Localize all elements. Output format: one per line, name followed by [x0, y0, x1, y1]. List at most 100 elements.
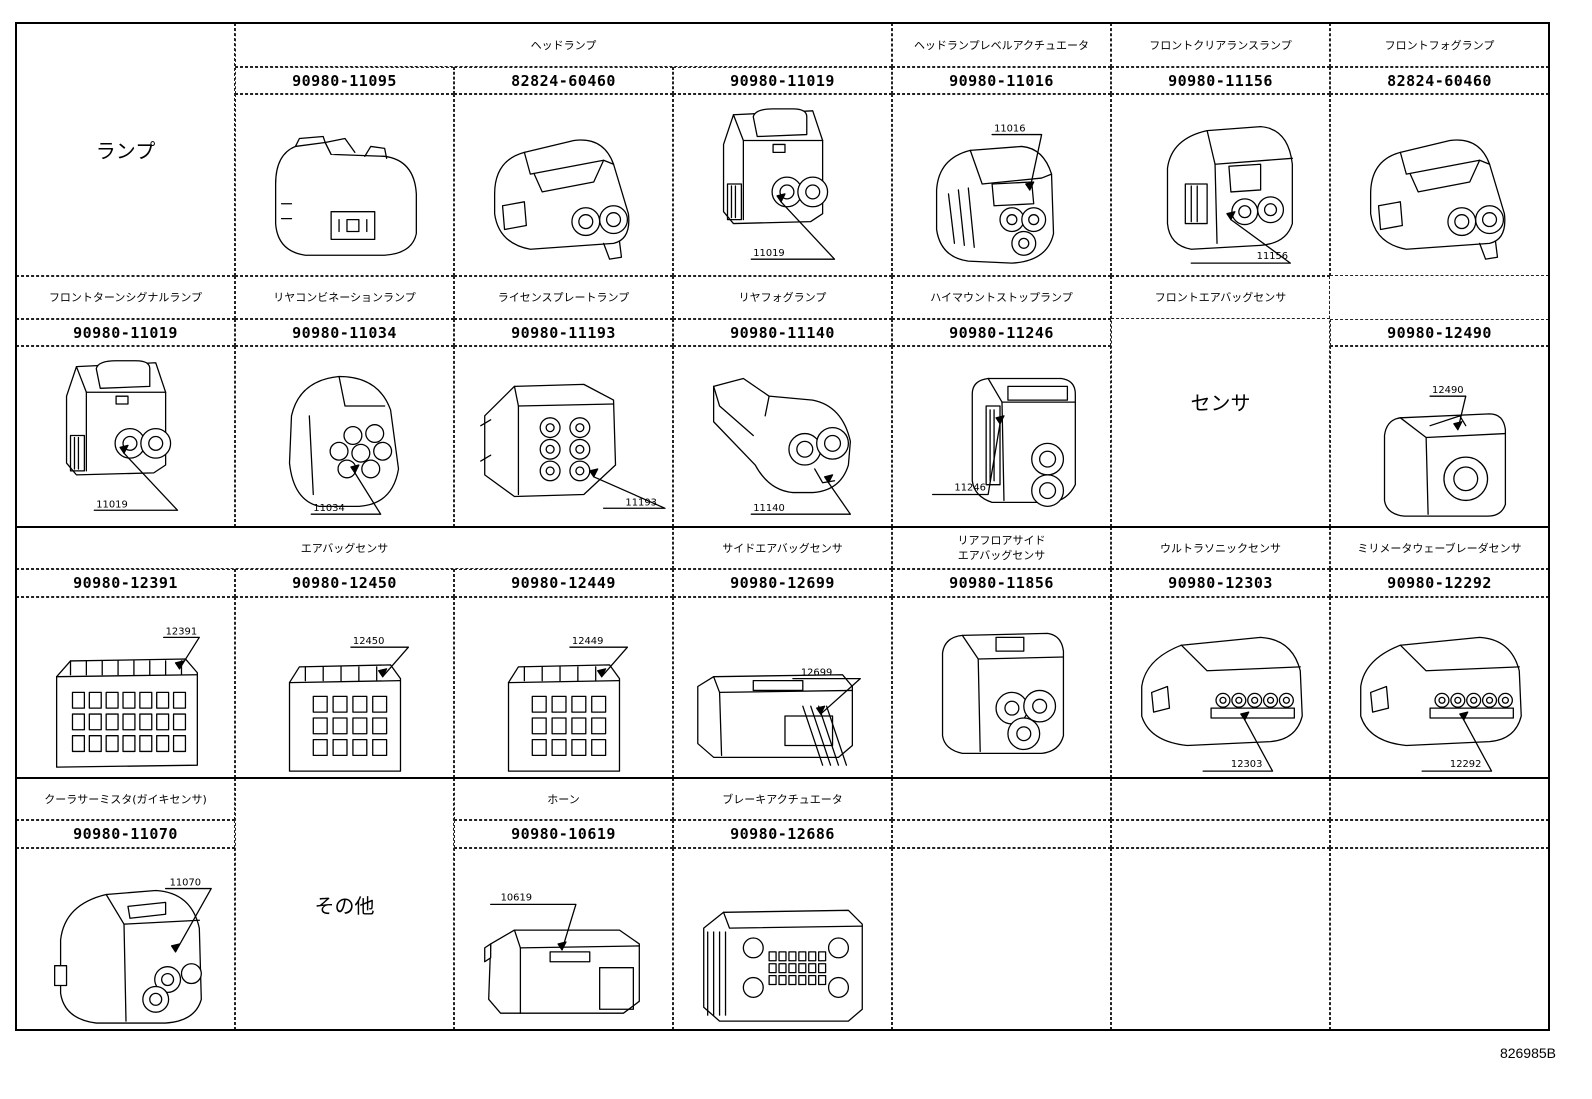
- empty-name-cell: [892, 778, 1111, 820]
- part-number: 90980-12391: [16, 569, 235, 597]
- connector-drawing: 12391: [16, 597, 235, 778]
- connector-drawing: 12449: [454, 597, 673, 778]
- connector-drawing: [454, 94, 673, 276]
- connector-n-drawing: [941, 632, 1065, 755]
- part-number: 82824-60460: [1330, 67, 1549, 94]
- connector-drawing: 11070: [16, 848, 235, 1030]
- category-lamp: ランプ: [16, 23, 235, 276]
- connector-drawing: [1330, 94, 1549, 276]
- connector-label: 10619: [501, 892, 532, 903]
- connector-drawing: 12450: [235, 597, 454, 778]
- connector-b-drawing: [1369, 139, 1506, 260]
- connector-b-drawing: [493, 139, 630, 260]
- part-number: 90980-12303: [1111, 569, 1330, 597]
- group-name: ヘッドランプ: [235, 23, 892, 67]
- connector-drawing: [892, 597, 1111, 778]
- connector-label: 12292: [1450, 759, 1481, 770]
- connector-drawing: 10619: [454, 848, 673, 1030]
- group-name: ミリメータウェーブレーダセンサ: [1330, 527, 1549, 569]
- connector-l-drawing: 12450: [288, 636, 410, 772]
- group-name: ホーン: [454, 778, 673, 820]
- connector-drawing: 11019: [16, 346, 235, 527]
- part-number: 90980-12292: [1330, 569, 1549, 597]
- connector-j-drawing: 12490: [1383, 385, 1507, 517]
- category-other: その他: [235, 778, 454, 1030]
- part-number: 90980-11193: [454, 319, 673, 346]
- connector-label: 11193: [625, 497, 656, 508]
- connector-label: 12449: [572, 636, 603, 647]
- empty-image-cell: [1111, 848, 1330, 1030]
- connector-drawing: [235, 94, 454, 276]
- connector-label: 11246: [954, 483, 985, 494]
- connector-f-drawing: 11034: [288, 375, 400, 515]
- group-name: サイドエアバッグセンサ: [673, 527, 892, 569]
- group-name: リアフロアサイド エアバッグセンサ: [892, 527, 1111, 569]
- group-name: エアバッグセンサ: [16, 527, 673, 569]
- part-number: 82824-60460: [454, 67, 673, 94]
- connector-label: 11016: [994, 124, 1025, 135]
- diagram-code: 826985B: [1499, 1045, 1556, 1061]
- part-number: 90980-12699: [673, 569, 892, 597]
- connector-q-drawing: 10619: [484, 892, 640, 1014]
- connector-label: 11156: [1257, 251, 1288, 262]
- connector-label: 11034: [313, 503, 344, 514]
- connector-drawing: 12303: [1111, 597, 1330, 778]
- empty-name-cell: [1111, 778, 1330, 820]
- connector-label: 11019: [96, 499, 127, 510]
- empty-image-cell: [892, 848, 1111, 1030]
- empty-number-cell: [1330, 820, 1549, 848]
- group-name: リヤコンビネーションランプ: [235, 276, 454, 319]
- connector-drawing: 12292: [1330, 597, 1549, 778]
- connector-drawing: 11193: [454, 346, 673, 527]
- part-number: 90980-11034: [235, 319, 454, 346]
- empty-number-cell: [1111, 820, 1330, 848]
- part-number: 90980-11856: [892, 569, 1111, 597]
- group-name: ブレーキアクチュエータ: [673, 778, 892, 820]
- part-number: 90980-11019: [16, 319, 235, 346]
- connector-label: 12699: [801, 668, 832, 679]
- connector-g-drawing: 11193: [480, 383, 666, 509]
- connector-label: 12303: [1231, 759, 1262, 770]
- table-border: [15, 22, 1550, 24]
- connector-o-drawing: 12303: [1141, 636, 1303, 772]
- connector-label: 12490: [1432, 385, 1463, 396]
- empty-name-cell: [1330, 778, 1549, 820]
- group-name: ライセンスプレートランプ: [454, 276, 673, 319]
- group-name: ヘッドランプレベルアクチュエータ: [892, 23, 1111, 67]
- connector-drawing: 11246: [892, 346, 1111, 527]
- connector-k-drawing: 12391: [55, 626, 200, 768]
- connector-label: 12450: [353, 636, 384, 647]
- group-name: クーラサーミスタ(ガイキセンサ): [16, 778, 235, 820]
- table-border: [15, 1029, 1550, 1031]
- group-name: フロントクリアランスランプ: [1111, 23, 1330, 67]
- group-name: フロントエアバッグセンサ: [1111, 276, 1330, 319]
- connector-d-drawing: 11016: [935, 124, 1055, 264]
- connector-drawing: 11034: [235, 346, 454, 527]
- part-number: 90980-11246: [892, 319, 1111, 346]
- part-number: 90980-10619: [454, 820, 673, 848]
- connector-c-drawing: 11019: [65, 360, 179, 511]
- empty-number-cell: [892, 820, 1111, 848]
- connector-drawing: 12490: [1330, 346, 1549, 527]
- part-number: 90980-12686: [673, 820, 892, 848]
- connector-label: 11140: [753, 503, 784, 514]
- part-number: 90980-11070: [16, 820, 235, 848]
- connector-drawing: 11016: [892, 94, 1111, 276]
- connector-l-drawing: 12449: [507, 636, 629, 772]
- part-number: 90980-11019: [673, 67, 892, 94]
- connector-c-drawing: 11019: [722, 108, 836, 260]
- connector-r-drawing: [703, 909, 863, 1022]
- connector-p-drawing: 11070: [54, 878, 212, 1024]
- connector-e-drawing: 11156: [1166, 126, 1293, 264]
- connector-drawing: 11140: [673, 346, 892, 527]
- part-number: 90980-11140: [673, 319, 892, 346]
- part-number: 90980-11016: [892, 67, 1111, 94]
- part-number: 90980-11095: [235, 67, 454, 94]
- part-number: 90980-11156: [1111, 67, 1330, 94]
- part-number: 90980-12490: [1330, 319, 1549, 346]
- group-name: リヤフォグランプ: [673, 276, 892, 319]
- empty-image-cell: [1330, 848, 1549, 1030]
- connector-drawing: [673, 848, 892, 1030]
- connector-label: 12391: [166, 626, 197, 637]
- group-name: フロントターンシグナルランプ: [16, 276, 235, 319]
